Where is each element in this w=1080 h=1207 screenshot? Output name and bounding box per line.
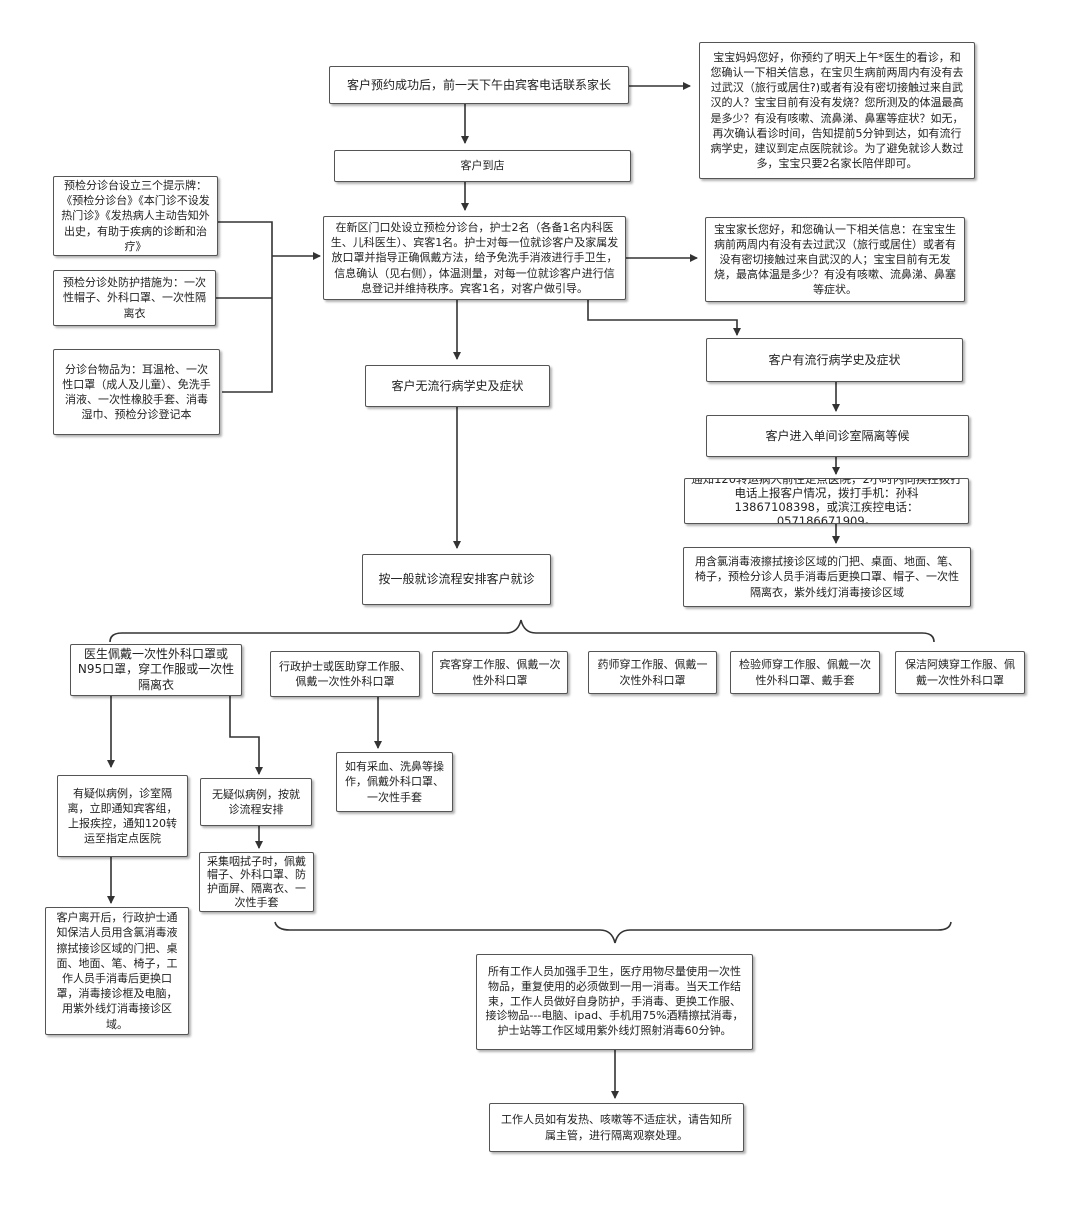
after-leave-text: 客户离开后，行政护士通知保洁人员用含氯消毒液擦拭接诊区域的门把、桌面、地面、笔、…: [56, 911, 178, 1031]
triage-box: 在新区门口处设立预检分诊台，护士2名（各备1名内科医生、儿科医生）、宾客1名。护…: [323, 216, 626, 300]
brace-bottom: [274, 921, 952, 944]
normal-box: 按一般就诊流程安排客户就诊: [362, 554, 551, 605]
appointment-box: 客户预约成功后，前一天下午由宾客电话联系家长: [329, 66, 629, 104]
normal-text: 按一般就诊流程安排客户就诊: [378, 572, 535, 587]
disinfect-box: 用含氯消毒液擦拭接诊区域的门把、桌面、地面、笔、椅子，预检分诊人员手消毒后更换口…: [683, 547, 971, 607]
has-history-box: 客户有流行病学史及症状: [706, 338, 963, 382]
pharmacist-box: 药师穿工作服、佩戴一次性外科口罩: [588, 651, 717, 694]
notify-box: 通知120转运病人前往定点医院，2小时内向疾控拨打电话上报客户情况，拨打手机：孙…: [684, 478, 969, 524]
all-staff-box: 所有工作人员加强手卫生，医疗用物尽量使用一次性物品，重复使用的必须做到一用一消毒…: [476, 954, 753, 1050]
triage-text: 在新区门口处设立预检分诊台，护士2名（各备1名内科医生、儿科医生）、宾客1名。护…: [330, 221, 619, 295]
no-suspect-box: 无疑似病例，按就诊流程安排: [200, 778, 312, 826]
lab-box: 检验师穿工作服、佩戴一次性外科口罩、戴手套: [730, 651, 880, 694]
arrow-doctor-to-nosuspect: [229, 696, 263, 775]
no-history-text: 客户无流行病学史及症状: [391, 378, 524, 393]
brace-top: [109, 619, 935, 643]
ppe-box: 预检分诊处防护措施为：一次性帽子、外科口罩、一次性隔离衣: [53, 270, 216, 326]
cleaner-text: 保洁阿姨穿工作服、佩戴一次性外科口罩: [905, 658, 1015, 687]
no-suspect-text: 无疑似病例，按就诊流程安排: [212, 787, 300, 816]
arrive-box: 客户到店: [334, 150, 631, 182]
signs-text: 预检分诊台设立三个提示牌：《预检分诊台》《本门诊不设发热门诊》《发热病人主动告知…: [61, 179, 210, 253]
supplies-text: 分诊台物品为：耳温枪、一次性口罩（成人及儿童）、免洗手消液、一次性橡胶手套、消毒…: [62, 362, 211, 422]
arrive-text: 客户到店: [460, 159, 505, 173]
supplies-box: 分诊台物品为：耳温枪、一次性口罩（成人及儿童）、免洗手消液、一次性橡胶手套、消毒…: [53, 349, 220, 435]
no-history-box: 客户无流行病学史及症状: [365, 365, 550, 407]
admin-box: 行政护士或医助穿工作服、佩戴一次性外科口罩: [270, 651, 420, 697]
phone-script-box: 宝宝妈妈您好，你预约了明天上午*医生的看诊，和您确认一下相关信息，在宝贝生病前两…: [699, 42, 975, 179]
ppe-text: 预检分诊处防护措施为：一次性帽子、外科口罩、一次性隔离衣: [63, 276, 206, 320]
arrow-triage-to-hashist: [587, 300, 741, 336]
pharmacist-text: 药师穿工作服、佩戴一次性外科口罩: [597, 658, 708, 687]
suspect-text: 有疑似病例，诊室隔离，立即通知宾客组，上报疾控，通知120转运至指定点医院: [67, 786, 178, 846]
fever-text: 工作人员如有发热、咳嗽等不适症状，请告知所属主管，进行隔离观察处理。: [501, 1113, 732, 1142]
confirm-text: 宝宝家长您好，和您确认一下相关信息：在宝宝生病前两周内有没有去过武汉（旅行或居住…: [714, 222, 956, 297]
signs-box: 预检分诊台设立三个提示牌：《预检分诊台》《本门诊不设发热门诊》《发热病人主动告知…: [53, 176, 218, 256]
blood-box: 如有采血、洗鼻等操作，佩戴外科口罩、一次性手套: [336, 752, 453, 812]
suspect-box: 有疑似病例，诊室隔离，立即通知宾客组，上报疾控，通知120转运至指定点医院: [57, 775, 188, 857]
disinfect-text: 用含氯消毒液擦拭接诊区域的门把、桌面、地面、笔、椅子，预检分诊人员手消毒后更换口…: [695, 555, 959, 599]
isolate-text: 客户进入单间诊室隔离等候: [765, 428, 910, 443]
guest-text: 宾客穿工作服、佩戴一次性外科口罩: [439, 658, 561, 687]
swab-text: 采集咽拭子时，佩戴帽子、外科口罩、防护面屏、隔离衣、一次性手套: [207, 854, 306, 909]
doctor-box: 医生佩戴一次性外科口罩或N95口罩，穿工作服或一次性隔离衣: [70, 644, 242, 696]
isolate-box: 客户进入单间诊室隔离等候: [706, 415, 969, 457]
after-leave-box: 客户离开后，行政护士通知保洁人员用含氯消毒液擦拭接诊区域的门把、桌面、地面、笔、…: [45, 907, 189, 1035]
blood-text: 如有采血、洗鼻等操作，佩戴外科口罩、一次性手套: [345, 760, 444, 804]
confirm-box: 宝宝家长您好，和您确认一下相关信息：在宝宝生病前两周内有没有去过武汉（旅行或居住…: [705, 217, 965, 302]
has-history-text: 客户有流行病学史及症状: [768, 352, 901, 367]
appointment-text: 客户预约成功后，前一天下午由宾客电话联系家长: [346, 77, 611, 92]
lab-text: 检验师穿工作服、佩戴一次性外科口罩、戴手套: [739, 658, 871, 687]
swab-box: 采集咽拭子时，佩戴帽子、外科口罩、防护面屏、隔离衣、一次性手套: [199, 852, 314, 912]
fever-box: 工作人员如有发热、咳嗽等不适症状，请告知所属主管，进行隔离观察处理。: [489, 1103, 744, 1152]
notify-text: 通知120转运病人前往定点医院，2小时内向疾控拨打电话上报客户情况，拨打手机：孙…: [691, 478, 962, 524]
phone-script-text: 宝宝妈妈您好，你预约了明天上午*医生的看诊，和您确认一下相关信息，在宝贝生病前两…: [710, 50, 964, 171]
guest-box: 宾客穿工作服、佩戴一次性外科口罩: [432, 651, 568, 694]
admin-text: 行政护士或医助穿工作服、佩戴一次性外科口罩: [279, 659, 411, 688]
all-staff-text: 所有工作人员加强手卫生，医疗用物尽量使用一次性物品，重复使用的必须做到一用一消毒…: [485, 965, 744, 1037]
doctor-text: 医生佩戴一次性外科口罩或N95口罩，穿工作服或一次性隔离衣: [77, 646, 235, 692]
cleaner-box: 保洁阿姨穿工作服、佩戴一次性外科口罩: [895, 651, 1025, 694]
bracket-left-boxes: [218, 221, 273, 393]
